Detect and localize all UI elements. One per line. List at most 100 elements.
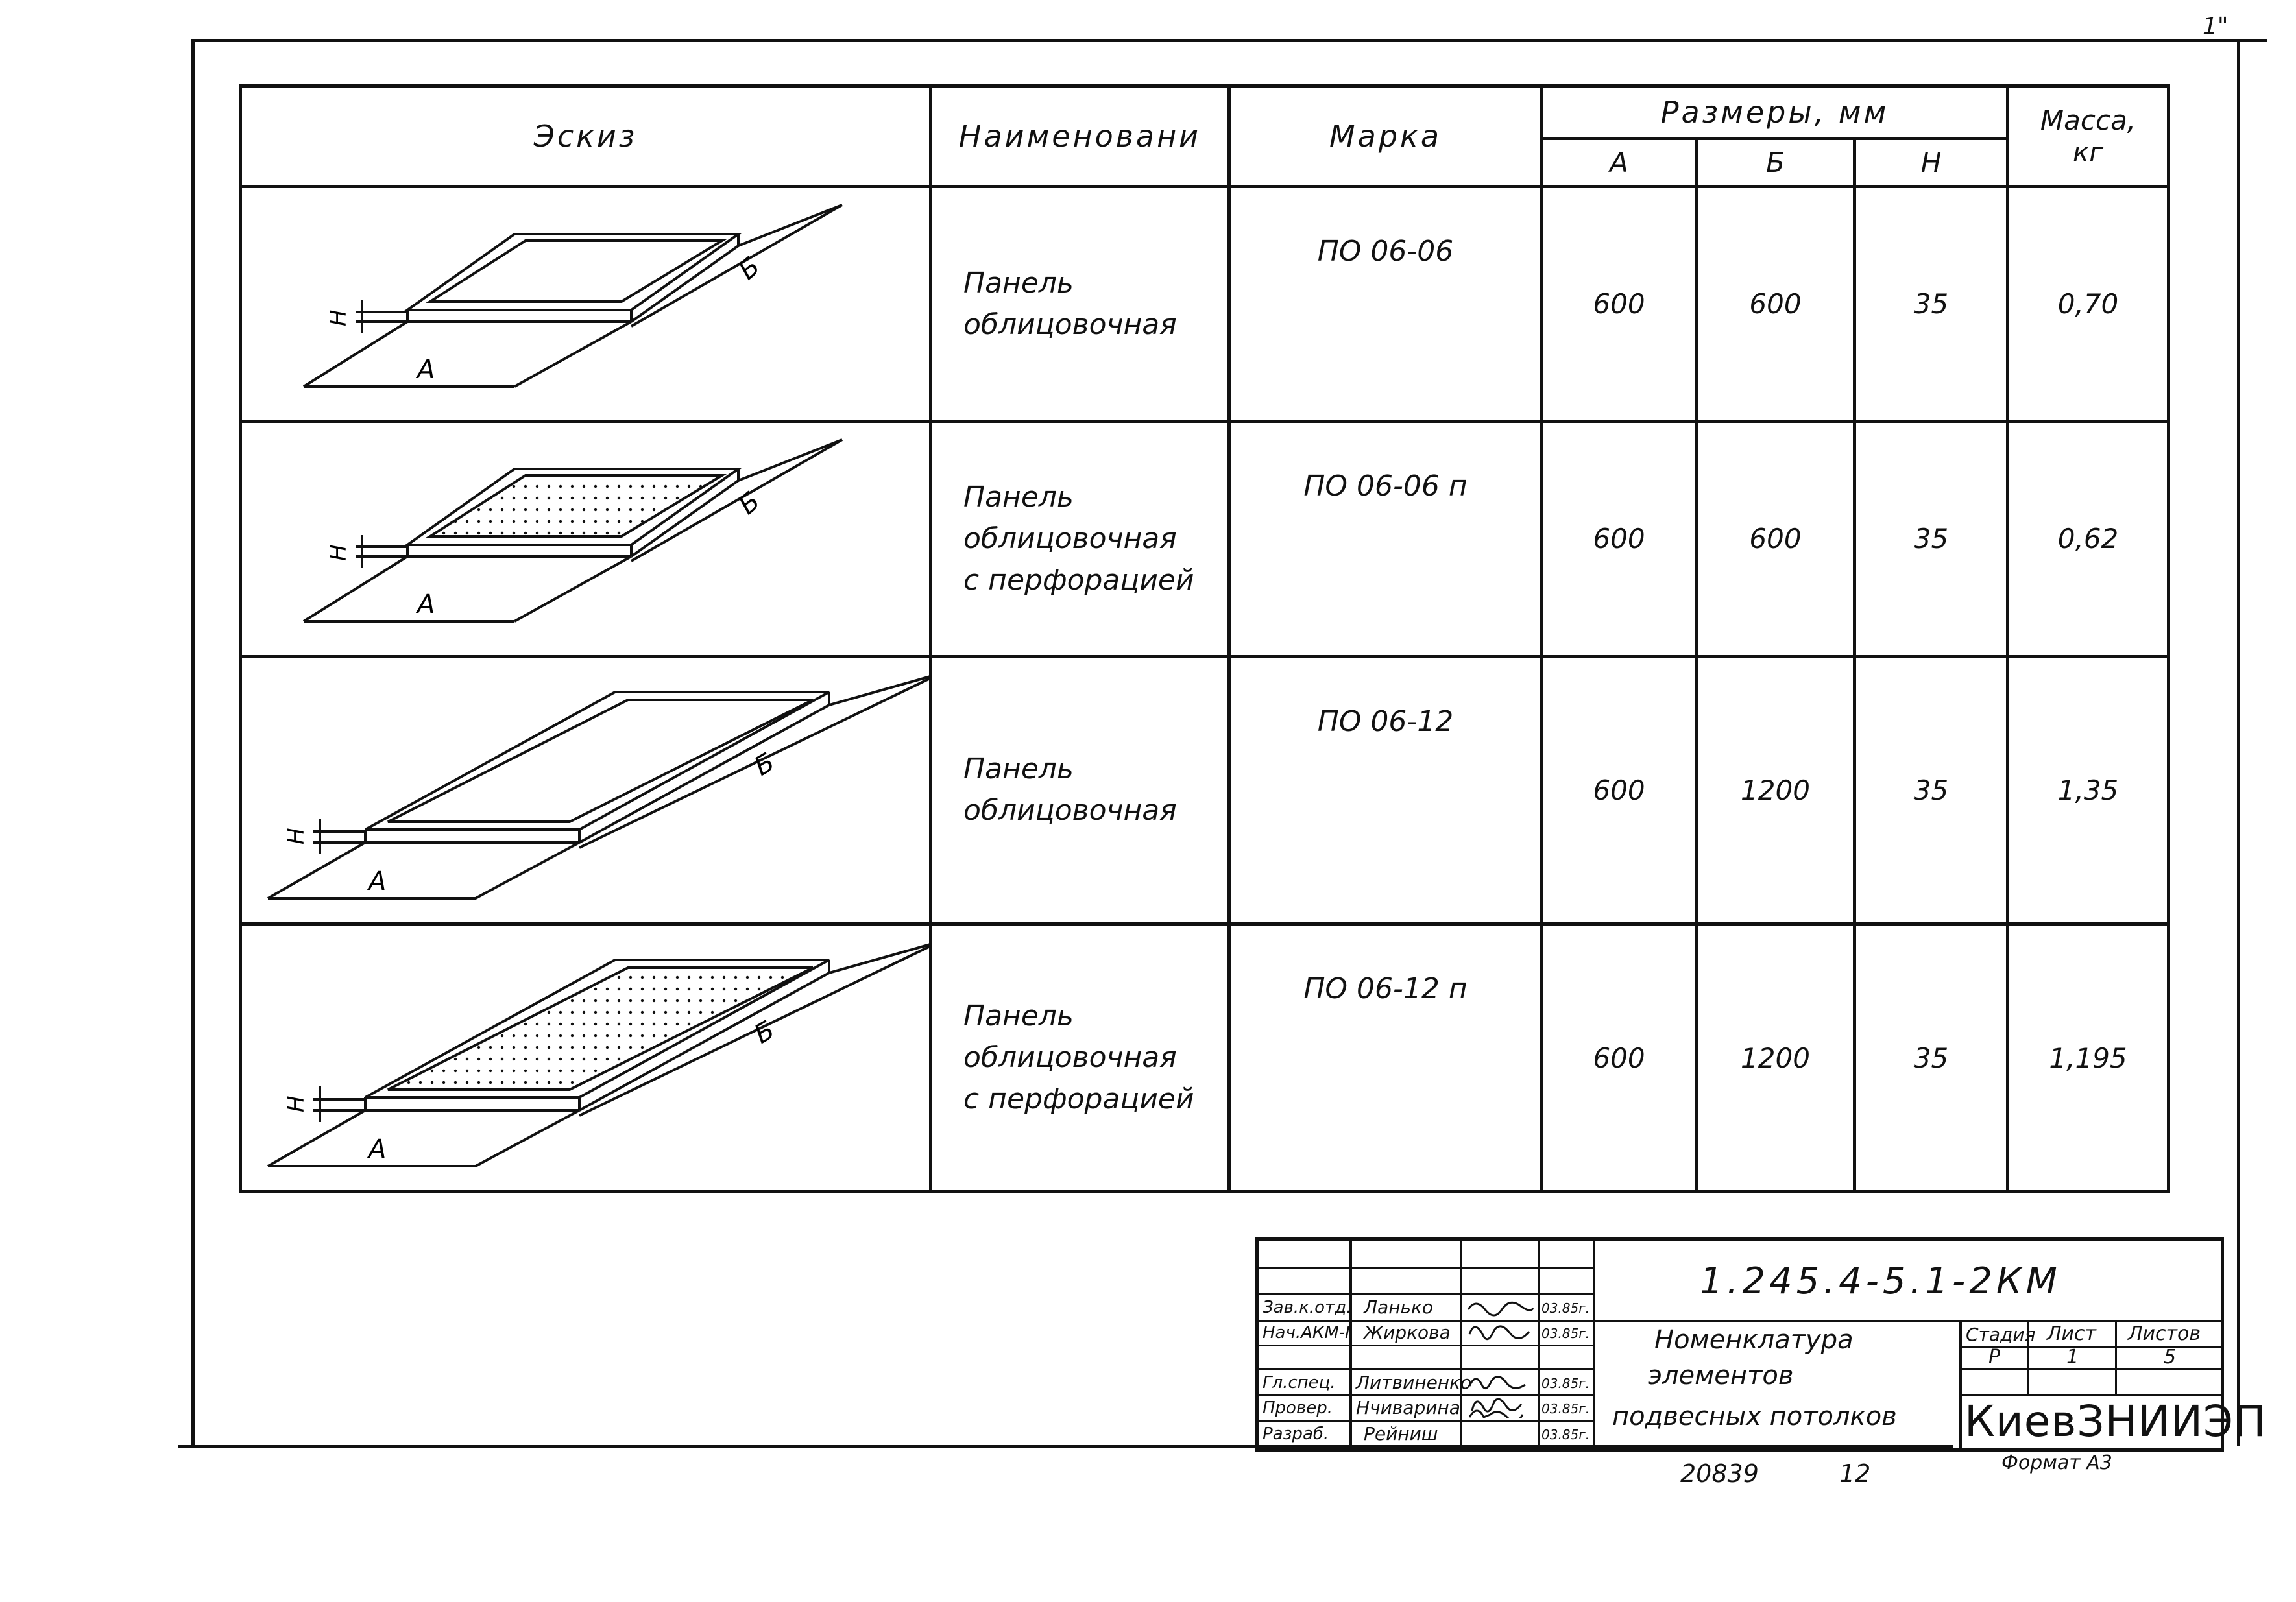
dim-a-value: 600: [1540, 654, 1698, 926]
panel-sketch-600x600-perforated: А Б Н: [302, 438, 843, 623]
mass-value: 0,70: [2006, 184, 2171, 424]
panel-name-cell: Панель облицовочная с перфорацией: [929, 922, 1231, 1193]
panel-name-line: Панель: [963, 266, 1074, 300]
dim-a-value: 600: [1540, 420, 1698, 658]
panel-name-line: с перфорацией: [963, 563, 1194, 597]
sketch-label-a: А: [367, 1134, 386, 1164]
sheet-header: Лист: [2047, 1322, 2097, 1345]
dim-b-value: 600: [1695, 420, 1856, 658]
panel-name-line: облицовочная: [963, 521, 1177, 555]
organization-name: КиевЗНИИЭП: [1964, 1396, 2267, 1446]
sig-name: Литвиненко: [1356, 1372, 1472, 1393]
panel-mark: ПО 06-06 п: [1227, 420, 1543, 658]
panel-name-line: облицовочная: [963, 1041, 1177, 1075]
sketch-label-h: Н: [284, 828, 309, 845]
signature: [1468, 1409, 1524, 1418]
sig-date: 03.85г.: [1541, 1376, 1590, 1391]
header-dim-h: Н: [1852, 136, 2010, 189]
signature: [1471, 1398, 1523, 1413]
sheet-bottom-border: [178, 1445, 1953, 1448]
panel-sketch-600x1200: А Б Н: [267, 675, 930, 900]
table-row: А Б Н Панель облицовочная с перфорацией …: [239, 420, 2171, 658]
sig-date: 03.85г.: [1541, 1326, 1590, 1341]
document-title-line: элементов: [1648, 1361, 1794, 1391]
dim-b-value: 1200: [1695, 922, 1856, 1193]
specification-table: Эскиз Наименовани Марка Размеры, мм Масс…: [239, 84, 2171, 1193]
corner-mark: 1": [2203, 13, 2229, 40]
header-name: Наименовани: [929, 84, 1231, 188]
sig-date: 03.85г.: [1541, 1300, 1590, 1316]
header-dimensions: Размеры, мм: [1540, 84, 2010, 140]
panel-mark: ПО 06-12: [1227, 654, 1543, 926]
sheets-value: 5: [2164, 1346, 2177, 1369]
panel-sketch-600x600: А Б Н: [302, 203, 843, 388]
page-number: 12: [1839, 1459, 1871, 1488]
signature: [1468, 1325, 1530, 1341]
document-title-line: Номенклатура: [1654, 1325, 1854, 1355]
signature: [1468, 1376, 1526, 1390]
panel-name-line: облицовочная: [963, 794, 1177, 828]
dim-h-value: 35: [1852, 654, 2010, 926]
sketch-label-a: А: [415, 590, 435, 619]
panel-name-cell: Панель облицовочная: [929, 654, 1231, 926]
sheet-value: 1: [2066, 1346, 2079, 1369]
stage-header: Стадия: [1966, 1324, 2036, 1345]
dim-h-value: 35: [1852, 420, 2010, 658]
sig-name: Ланько: [1364, 1297, 1434, 1318]
sketch-label-b: Б: [733, 486, 766, 521]
header-dim-a: А: [1540, 136, 1698, 189]
mass-value: 1,35: [2006, 654, 2171, 926]
inventory-number: 20839: [1680, 1459, 1759, 1488]
signature-marks: [1467, 1301, 1534, 1418]
panel-mark: ПО 06-12 п: [1227, 922, 1543, 1193]
dim-b-value: 1200: [1695, 654, 1856, 926]
sketch-cell: А Б Н: [239, 654, 932, 926]
header-sketch: Эскиз: [239, 84, 932, 188]
sheet-frame: [191, 39, 2240, 1446]
sig-date: 03.85г.: [1541, 1427, 1590, 1442]
sig-name: Жиркова: [1364, 1322, 1451, 1343]
sig-name: Рейниш: [1364, 1423, 1438, 1444]
document-title-line: подвесных потолков: [1612, 1402, 1897, 1431]
table-row: А Б Н Панель облицовочная ПО 06-12 600 1…: [239, 654, 2171, 926]
sketch-label-a: А: [367, 867, 386, 896]
sketch-cell: А Б Н: [239, 184, 932, 424]
panel-name-cell: Панель облицовочная с перфорацией: [929, 420, 1231, 658]
sketch-label-b: Б: [733, 251, 766, 285]
sketch-label-a: А: [415, 355, 435, 385]
dim-h-value: 35: [1852, 922, 2010, 1193]
sig-role: Нач.АКМ-I: [1263, 1323, 1350, 1343]
sketch-label-h: Н: [326, 544, 352, 561]
mass-value: 1,195: [2006, 922, 2171, 1193]
dim-a-value: 600: [1540, 922, 1698, 1193]
header-mark: Марка: [1227, 84, 1543, 188]
header-mass-label: Масса,: [2040, 104, 2136, 136]
panel-name-line: Панель: [963, 999, 1074, 1033]
sig-date: 03.85г.: [1541, 1401, 1590, 1417]
header-dim-b: Б: [1695, 136, 1856, 189]
header-mass-unit: кг: [2072, 136, 2104, 168]
sketch-label-h: Н: [326, 309, 352, 326]
stage-value: Р: [1988, 1346, 2001, 1369]
format-label: Формат А3: [2001, 1452, 2112, 1474]
signature: [1467, 1301, 1534, 1317]
panel-name-line: облицовочная: [963, 307, 1177, 341]
dim-h-value: 35: [1852, 184, 2010, 424]
panel-name-cell: Панель облицовочная: [929, 184, 1231, 424]
panel-name-line: Панель: [963, 480, 1074, 514]
panel-name-line: с перфорацией: [963, 1082, 1194, 1116]
dim-a-value: 600: [1540, 184, 1698, 424]
sig-role: Зав.к.отд.: [1263, 1298, 1352, 1317]
sketch-cell: А Б Н: [239, 420, 932, 658]
panel-mark: ПО 06-06: [1227, 184, 1543, 424]
panel-sketch-600x1200-perforated: А Б Н: [267, 943, 930, 1168]
table-row: А Б Н Панель облицовочная с перфорацией …: [239, 922, 2171, 1193]
sig-name: Нчиварина: [1356, 1397, 1460, 1418]
table-row: А Б Н Панель облицовочная ПО 06-06 600 6…: [239, 184, 2171, 424]
header-mass: Масса, кг: [2006, 84, 2171, 188]
sig-role: Гл.спец.: [1263, 1373, 1336, 1393]
sig-role: Разраб.: [1263, 1424, 1329, 1444]
panel-name-line: Панель: [963, 752, 1074, 786]
document-code: 1.245.4-5.1-2КМ: [1700, 1260, 2061, 1302]
sheets-header: Листов: [2128, 1322, 2201, 1345]
